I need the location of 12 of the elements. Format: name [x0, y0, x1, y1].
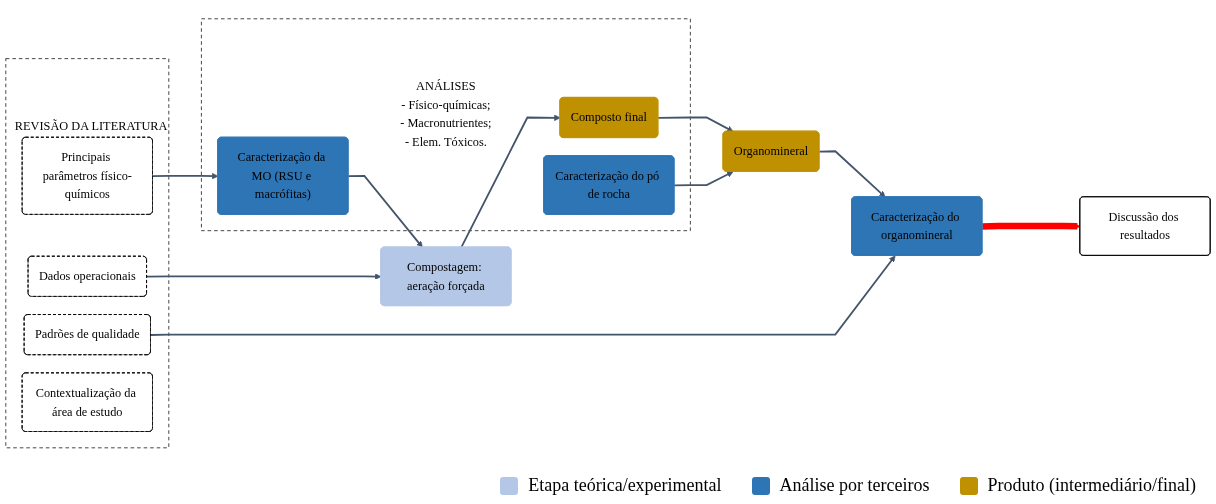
arrow — [818, 150, 886, 198]
legend-label: Análise por terceiros — [779, 475, 930, 496]
arrow — [146, 273, 382, 280]
arrow — [151, 173, 219, 180]
arrow — [982, 223, 1081, 230]
arrow — [657, 116, 734, 132]
arrow — [149, 255, 896, 337]
arrow — [460, 114, 561, 249]
legend-label: Etapa teórica/experimental — [528, 475, 722, 496]
legend-label: Produto (intermediário/final) — [987, 475, 1196, 496]
arrow — [673, 171, 734, 187]
arrow — [347, 175, 423, 248]
